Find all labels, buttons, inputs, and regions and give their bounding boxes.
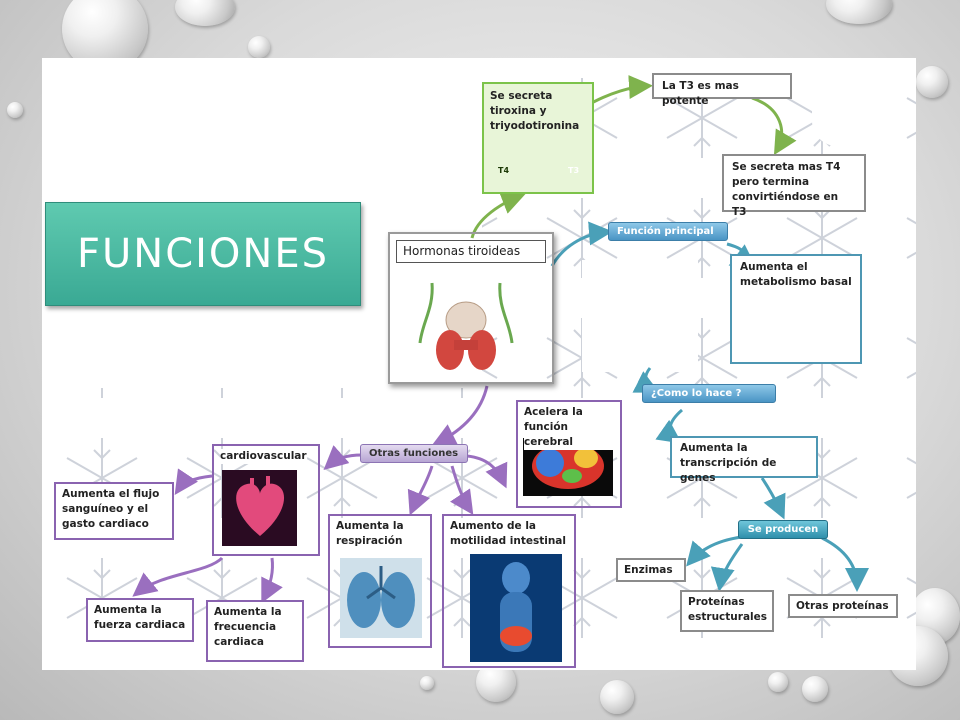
water-drop — [916, 66, 948, 98]
transcripcion-label: Aumenta la transcripción de genes — [680, 442, 777, 484]
connector — [174, 468, 213, 495]
connector — [751, 96, 797, 156]
se-producen-label: Se producen — [747, 524, 819, 535]
t3-potente-label: La T3 es mas potente — [662, 80, 739, 107]
connector — [431, 385, 489, 446]
water-drop — [420, 676, 434, 690]
connector — [323, 445, 363, 470]
blank-area — [582, 260, 698, 372]
otras-proteinas-node: Otras proteínas — [788, 594, 898, 618]
blank-area — [812, 68, 866, 146]
funciones-label: FUNCIONES — [76, 231, 329, 277]
frecuencia-node: Aumenta la frecuencia cardiaca — [206, 600, 304, 662]
water-drop — [600, 680, 634, 714]
cardiovascular-label: cardiovascular — [220, 449, 307, 464]
brain-illustration — [523, 438, 613, 496]
connector — [760, 477, 786, 520]
water-drop — [7, 102, 23, 118]
otras-funciones-label: Otras funciones — [369, 448, 459, 459]
connector — [550, 221, 613, 267]
water-drop — [826, 0, 892, 24]
fuerza-node: Aumenta la fuerza cardiaca — [86, 598, 194, 642]
water-drop — [768, 672, 788, 692]
t4-convierte-node: Se secreta mas T4 pero termina convirtié… — [722, 154, 866, 218]
lungs-illustration — [340, 558, 422, 638]
flujo-label: Aumenta el flujo sanguíneo y el gasto ca… — [62, 488, 160, 530]
cardiovascular-node: cardiovascular — [212, 444, 320, 556]
cerebral-label: Acelera la función cerebral — [524, 405, 614, 450]
heart-illustration — [222, 470, 297, 546]
se-producen-pill: Se producen — [738, 520, 828, 539]
t3-potente-node: La T3 es mas potente — [652, 73, 792, 107]
connector — [261, 557, 283, 604]
hormonas-title: Hormonas tiroideas — [403, 244, 521, 258]
como-pill: ¿Como lo hace ? — [642, 384, 776, 403]
funcion-principal-pill: Función principal — [608, 222, 728, 241]
respiracion-node: Aumenta la respiración — [328, 514, 432, 648]
connector — [821, 536, 869, 592]
water-drop — [175, 0, 235, 26]
funciones-banner: FUNCIONES — [45, 202, 361, 306]
connector — [407, 465, 434, 516]
enzimas-label: Enzimas — [624, 564, 673, 576]
transcripcion-node: Aumenta la transcripción de genes — [670, 436, 818, 484]
flujo-node: Aumenta el flujo sanguíneo y el gasto ca… — [54, 482, 174, 540]
cerebral-node: Acelera la función cerebral — [516, 400, 622, 508]
hormonas-node: Hormonas tiroideas — [388, 232, 554, 384]
t3-label: T3 — [568, 166, 580, 175]
water-drop — [248, 36, 270, 58]
estructurales-node: Proteínas estructurales — [680, 590, 774, 632]
funcion-principal-label: Función principal — [617, 226, 714, 237]
estructurales-label: Proteínas estructurales — [688, 596, 767, 623]
enzimas-node: Enzimas — [616, 558, 686, 582]
respiracion-label: Aumenta la respiración — [336, 519, 424, 549]
fuerza-label: Aumenta la fuerza cardiaca — [94, 604, 186, 631]
connector — [132, 556, 224, 597]
motilidad-node: Aumento de la motilidad intestinal — [442, 514, 576, 668]
connector — [710, 543, 744, 592]
connector — [450, 465, 474, 515]
metabolismo-node: Aumenta el metabolismo basal — [730, 254, 862, 364]
otras-funciones-pill: Otras funciones — [360, 444, 468, 463]
concept-map: Se secreta tiroxina y triyodotironina T4… — [42, 58, 916, 670]
motilidad-label: Aumento de la motilidad intestinal — [450, 519, 568, 549]
como-label: ¿Como lo hace ? — [651, 388, 742, 399]
water-drop — [802, 676, 828, 702]
secreta-node: Se secreta tiroxina y triyodotironina — [482, 82, 594, 194]
thyroid-illustration — [418, 282, 514, 370]
t4-convierte-label: Se secreta mas T4 pero termina convirtié… — [732, 161, 841, 218]
t4-label: T4 — [498, 166, 510, 175]
metabolismo-label: Aumenta el metabolismo basal — [740, 261, 852, 288]
frecuencia-label: Aumenta la frecuencia cardiaca — [214, 606, 282, 648]
otras-proteinas-label: Otras proteínas — [796, 600, 889, 612]
intestine-illustration — [470, 554, 562, 662]
secreta-label: Se secreta tiroxina y triyodotironina — [490, 90, 580, 132]
connector — [466, 454, 508, 489]
hormonas-title-box: Hormonas tiroideas — [396, 240, 546, 263]
